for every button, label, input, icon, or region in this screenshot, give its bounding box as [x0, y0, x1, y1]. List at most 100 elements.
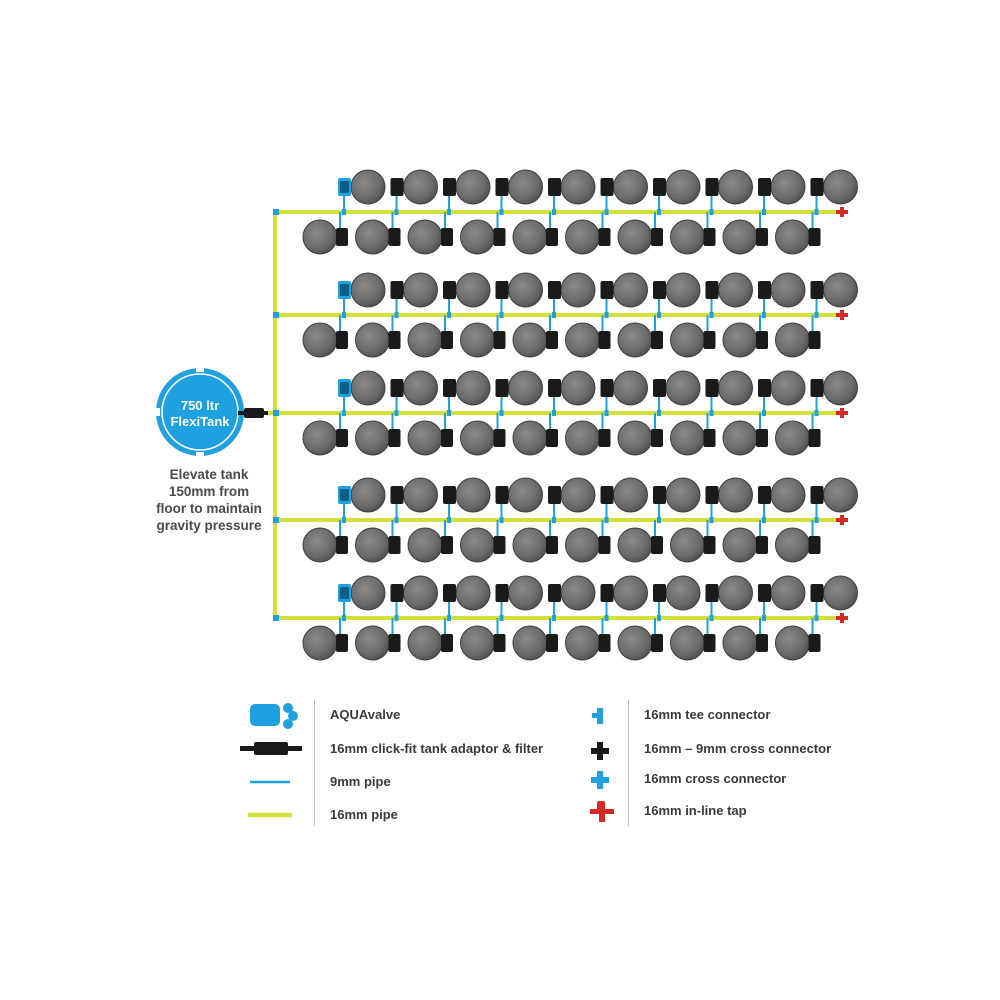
pot: [775, 625, 810, 661]
aquavalve: [600, 486, 614, 504]
pot: [460, 527, 495, 563]
tee-connector: [709, 410, 714, 416]
aquavalve: [653, 486, 666, 504]
pot: [560, 272, 596, 308]
pot-row: [273, 169, 858, 255]
aquavalve: [441, 228, 453, 246]
pot: [775, 420, 810, 456]
tee-connector: [604, 312, 609, 318]
pot: [460, 420, 495, 456]
aquavalve: [548, 584, 561, 602]
pot: [617, 322, 653, 358]
aquavalve: [758, 379, 771, 397]
tee-connector: [499, 410, 504, 416]
tee-connector-icon: [592, 708, 603, 724]
aquavalve: [598, 634, 611, 652]
pot: [565, 527, 600, 563]
tee-connector: [394, 410, 399, 416]
aquavalve: [443, 281, 456, 299]
pot: [455, 575, 491, 611]
aquavalve: [493, 429, 506, 447]
aquavalve: [703, 429, 716, 447]
tee-connector: [762, 517, 766, 523]
pot: [565, 219, 600, 255]
tee-connector: [552, 312, 556, 318]
aquavalve: [493, 634, 506, 652]
aquavalve: [651, 331, 663, 349]
pot: [665, 169, 701, 205]
tee-connector: [552, 517, 556, 523]
tee-connector: [762, 209, 766, 215]
tank-elevation-note: Elevate tank 150mm from floor to maintai…: [145, 466, 273, 534]
pot: [460, 219, 495, 255]
aquavalve: [441, 429, 453, 447]
tee-connector: [447, 615, 451, 621]
pot: [355, 219, 390, 255]
aquavalve: [810, 486, 824, 504]
aquavalve: [810, 178, 824, 196]
tee-connector: [604, 517, 609, 523]
aquavalve: [546, 331, 558, 349]
pot: [407, 420, 443, 456]
pot: [670, 420, 705, 456]
pot: [665, 575, 701, 611]
legend-label-aquavalve: AQUAvalve: [330, 707, 401, 722]
tee-connector: [814, 517, 819, 523]
pot: [665, 370, 701, 406]
pot: [302, 322, 338, 358]
pot-rows: [273, 169, 858, 661]
aquavalve: [546, 536, 558, 554]
aquavalve: [443, 584, 456, 602]
pot: [613, 370, 648, 406]
aquavalve: [651, 634, 663, 652]
aquavalve: [388, 228, 401, 246]
tank-note-line: floor to maintain: [156, 501, 262, 516]
pot: [823, 477, 858, 513]
pot: [560, 575, 596, 611]
trunk-tee-connector: [273, 312, 279, 318]
legend-label-inline-tap: 16mm in-line tap: [644, 803, 747, 818]
aquavalve: [546, 228, 558, 246]
pot: [770, 477, 806, 513]
aquavalve-window: [340, 181, 349, 193]
pot: [617, 420, 653, 456]
inline-tap-handle: [840, 207, 844, 217]
aquavalve: [756, 429, 768, 447]
aquavalve: [390, 584, 404, 602]
pot: [560, 477, 596, 513]
tee-connector: [447, 312, 451, 318]
tee-connector: [447, 410, 451, 416]
legend-label-cross-16-9: 16mm – 9mm cross connector: [644, 741, 832, 756]
pot: [560, 169, 596, 205]
aquavalve: [598, 331, 611, 349]
aquavalve: [808, 536, 821, 554]
tee-connector: [657, 312, 661, 318]
inline-tap-handle: [840, 515, 844, 525]
tank-note-line: Elevate tank: [169, 467, 249, 482]
legend-label-tank-adaptor: 16mm click-fit tank adaptor & filter: [330, 741, 544, 756]
tank-adaptor-filter-icon: [240, 742, 302, 755]
pot: [670, 625, 705, 661]
aquavalve: [808, 331, 821, 349]
tank-rim-notches: [156, 368, 204, 456]
pot: [718, 575, 753, 611]
aquavalve-window: [340, 284, 349, 296]
pot: [460, 322, 495, 358]
trunk-tee-connector: [273, 517, 279, 523]
pot: [355, 625, 390, 661]
pot: [512, 625, 548, 661]
aquavalve: [653, 379, 666, 397]
aquavalve-window: [340, 489, 349, 501]
pot: [350, 370, 386, 406]
tee-connector: [657, 209, 661, 215]
pot: [770, 272, 806, 308]
pot: [565, 322, 600, 358]
tee-connector: [342, 517, 346, 523]
pot: [722, 527, 758, 563]
tee-connector: [762, 410, 766, 416]
aquavalve: [653, 178, 666, 196]
tee-connector: [342, 615, 346, 621]
aquavalve: [390, 281, 404, 299]
tee-connector: [604, 410, 609, 416]
aquavalve: [548, 379, 561, 397]
